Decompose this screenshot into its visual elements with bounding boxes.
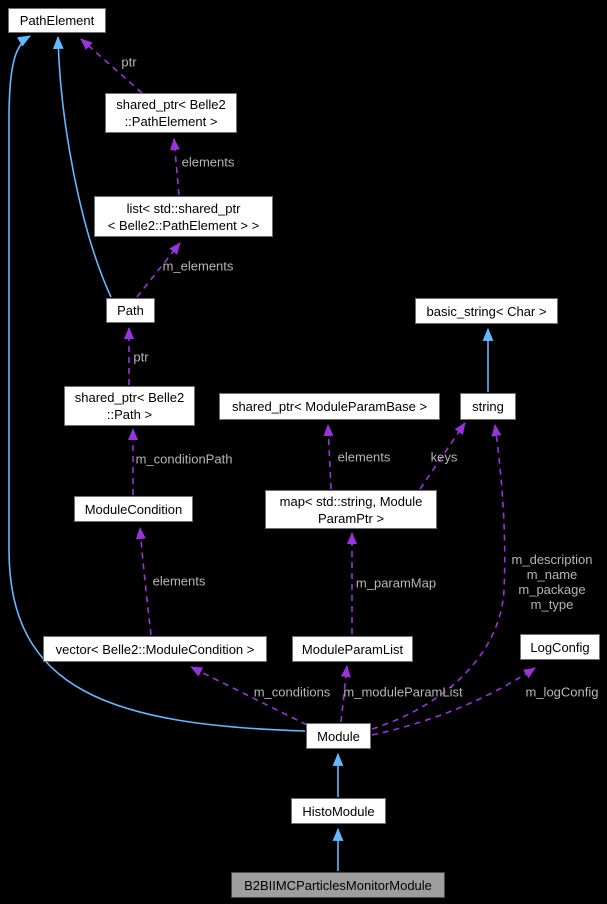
edge-label-ptr-pathelement: ptr (121, 54, 137, 70)
class-node-path[interactable]: Path (106, 298, 155, 323)
edge-label-module-string-members: m_description m_name m_package m_type (511, 552, 593, 612)
class-node-vector-modulecondition[interactable]: vector< Belle2::ModuleCondition > (43, 636, 267, 662)
edge-label-m-elements: m_elements (162, 258, 234, 274)
class-node-shared-ptr-pathelement[interactable]: shared_ptr< Belle2 ::PathElement > (105, 93, 237, 133)
class-node-moduleparamlist[interactable]: ModuleParamList (292, 636, 413, 662)
class-node-histomodule[interactable]: HistoModule (291, 798, 386, 824)
class-node-b2biimcparticlesmonitormodule: B2BIIMCParticlesMonitorModule (231, 872, 445, 898)
edge-usage-vector-modulecondition (135, 527, 152, 636)
edge-label-ptr-path: ptr (133, 349, 149, 365)
class-node-pathelement[interactable]: PathElement (8, 8, 106, 33)
edge-label-m-logconfig: m_logConfig (525, 684, 599, 700)
edge-usage-module-logconfig (371, 667, 536, 736)
class-node-map-moduleparamptr[interactable]: map< std::string, Module ParamPtr > (265, 490, 437, 529)
class-node-string[interactable]: string (460, 393, 516, 420)
edge-label-m-conditionpath: m_conditionPath (135, 451, 233, 467)
edge-label-keys: keys (430, 449, 458, 465)
edge-label-elements-vector: elements (152, 573, 206, 589)
edge-inheritance-module-pathelement (8, 35, 306, 732)
edge-usage-list-sharedptrpathelement (169, 138, 180, 196)
edge-label-m-conditions: m_conditions (253, 684, 331, 700)
class-node-logconfig[interactable]: LogConfig (520, 634, 600, 660)
class-node-modulecondition[interactable]: ModuleCondition (74, 496, 193, 522)
edge-label-m-parammap: m_paramMap (355, 575, 437, 591)
edge-usage-map-sharedptrmoduleparambase (323, 424, 334, 490)
class-node-shared-ptr-path[interactable]: shared_ptr< Belle2 ::Path > (64, 386, 195, 426)
edge-label-elements-list: elements (181, 154, 235, 170)
edge-inheritance-path-pathelement (52, 35, 112, 298)
class-node-module[interactable]: Module (306, 723, 371, 749)
edge-label-m-moduleparamlist: m_moduleParamList (343, 684, 463, 700)
class-node-list-shared-ptr[interactable]: list< std::shared_ptr < Belle2::PathElem… (94, 196, 273, 237)
class-node-shared-ptr-moduleparambase[interactable]: shared_ptr< ModuleParamBase > (219, 393, 440, 420)
edge-label-elements-map: elements (337, 449, 391, 465)
class-node-basic-string[interactable]: basic_string< Char > (415, 298, 558, 324)
